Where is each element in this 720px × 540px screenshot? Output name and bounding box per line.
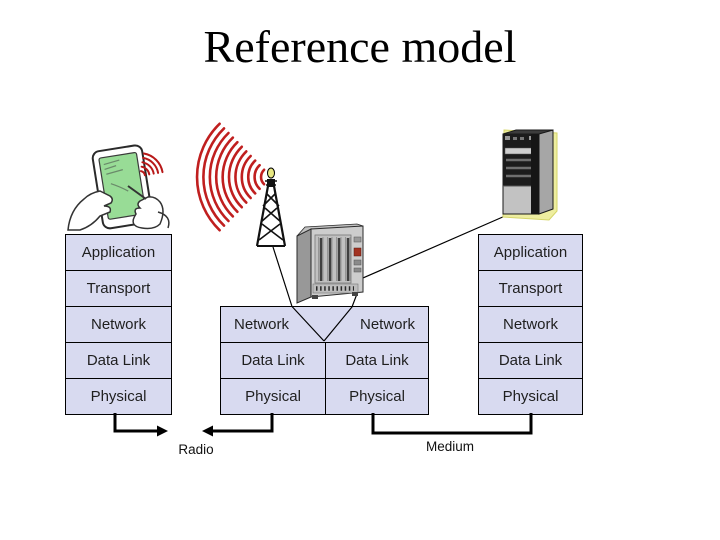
layer-network: Network — [65, 306, 172, 343]
radio-downlink-arrow — [202, 413, 274, 437]
layer-physical: Physical — [478, 378, 583, 415]
layer-network: Network — [478, 306, 583, 343]
layer-transport: Transport — [478, 270, 583, 307]
layer-physical-left: Physical — [220, 378, 326, 415]
radio-uplink-arrow — [113, 413, 168, 437]
layer-transport: Transport — [65, 270, 172, 307]
layer-datalink: Data Link — [478, 342, 583, 379]
layer-datalink-right: Data Link — [325, 342, 429, 379]
layer-network-left: Network — [234, 316, 290, 333]
layer-datalink-left: Data Link — [220, 342, 326, 379]
osi-stack-mobile: Application Transport Network Data Link … — [65, 234, 172, 415]
medium-link-label: Medium — [425, 439, 474, 454]
antenna-tower-icon — [255, 167, 287, 247]
layer-physical: Physical — [65, 378, 172, 415]
page-title: Reference model — [203, 21, 517, 72]
radio-waves-icon — [195, 122, 266, 232]
layer-physical-row: Physical Physical — [220, 378, 429, 415]
network-switch-icon — [296, 223, 364, 304]
layer-physical-right: Physical — [325, 378, 429, 415]
radio-link-label: Radio — [178, 442, 214, 457]
layer-application: Application — [65, 234, 172, 271]
layer-network-row: Network Network — [220, 306, 429, 343]
server-icon — [502, 129, 558, 221]
layer-datalink-row: Data Link Data Link — [220, 342, 429, 379]
layer-application: Application — [478, 234, 583, 271]
medium-bracket — [371, 413, 533, 435]
pda-icon — [67, 144, 170, 231]
pda-waves-icon — [139, 152, 164, 177]
osi-stack-accesspoint: Network Network Data Link Data Link Phys… — [220, 306, 429, 415]
layer-datalink: Data Link — [65, 342, 172, 379]
osi-stack-server: Application Transport Network Data Link … — [478, 234, 583, 415]
layer-network-right: Network — [359, 316, 415, 333]
